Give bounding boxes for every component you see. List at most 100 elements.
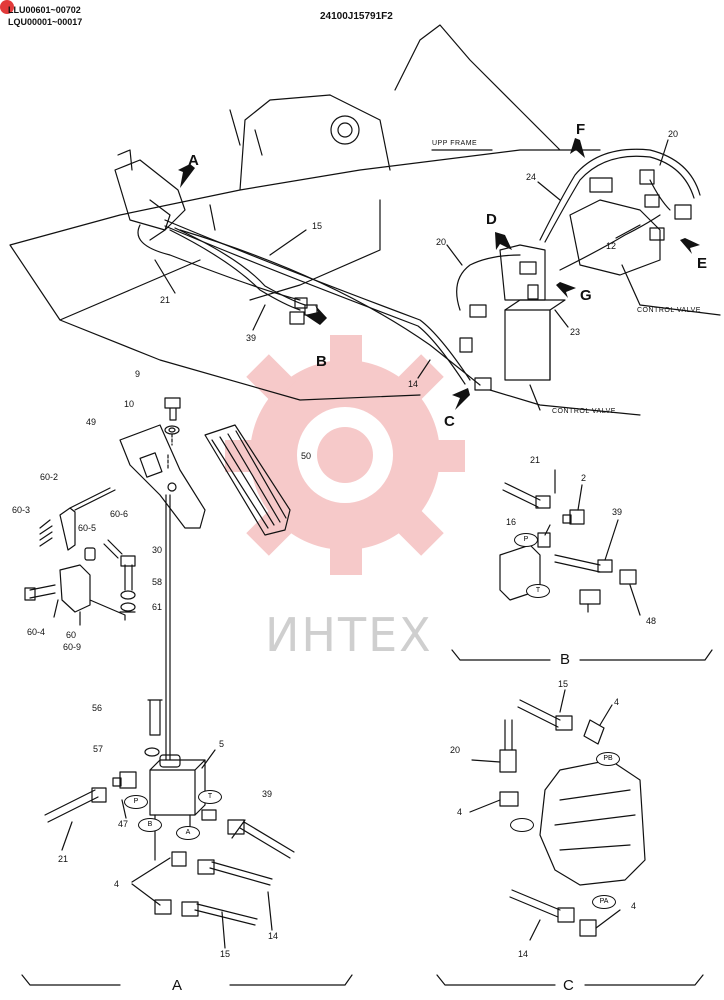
section-label-c: C	[563, 977, 574, 994]
part-num: 21	[160, 295, 171, 305]
part-num: 5	[219, 739, 225, 749]
view-letter-g: G	[580, 287, 592, 304]
label-control-valve-2: CONTROL VALVE	[552, 408, 616, 415]
port-mark: PA	[592, 895, 616, 909]
port-mark: P	[124, 795, 148, 809]
hose-12	[559, 214, 661, 271]
hose-20b	[649, 179, 671, 211]
hose-39	[169, 229, 301, 311]
part-num: 60	[66, 630, 77, 640]
hose-15-a	[194, 903, 258, 926]
part-num: 60-2	[40, 472, 59, 482]
pedal-plate-49	[119, 424, 206, 529]
view-letter-f: F	[576, 121, 586, 138]
port-mark: T	[198, 790, 222, 804]
label-control-valve-1: CONTROL VALVE	[637, 307, 701, 314]
part-num: 16	[506, 517, 517, 527]
hose-20	[456, 254, 521, 311]
view-arrows	[178, 138, 700, 410]
bracket-60	[59, 564, 126, 621]
section-label-a: A	[172, 977, 183, 994]
part-num: 21	[530, 455, 541, 465]
control-valve-c	[539, 759, 646, 886]
part-num: 47	[118, 819, 129, 829]
hose-21-b	[502, 482, 541, 508]
hose-21	[137, 224, 301, 301]
part-num: 14	[268, 931, 279, 941]
label-upp-frame: UPP FRAME	[432, 140, 478, 147]
part-num: 20	[450, 745, 461, 755]
section-label-b: B	[560, 651, 571, 668]
hose-21-a	[44, 789, 99, 823]
part-num: 15	[558, 679, 569, 689]
port-mark: PB	[596, 752, 620, 766]
arrow-f-icon	[570, 138, 585, 158]
hose-39-b	[554, 554, 601, 573]
part-num: 10	[124, 399, 135, 409]
port-mark-blank	[510, 818, 534, 832]
hose-14-a	[209, 861, 273, 886]
arrow-e-icon	[680, 238, 700, 254]
part-num: 50	[301, 451, 312, 461]
pedal-valve-5	[149, 759, 206, 816]
part-num: 20	[668, 129, 679, 139]
part-num: 12	[606, 241, 617, 251]
part-num: 48	[646, 616, 657, 626]
hose-14	[179, 229, 481, 386]
hose-15-c	[517, 699, 561, 728]
part-num: 20	[436, 237, 447, 247]
part-num: 30	[152, 545, 163, 555]
part-num: 15	[220, 949, 231, 959]
view-letter-d: D	[486, 211, 497, 228]
serial-range-1: LLU00601~00702	[8, 5, 81, 15]
arrow-b-icon	[305, 305, 327, 325]
view-letter-b: B	[316, 353, 327, 370]
drawing-number: 24100J15791F2	[320, 11, 393, 22]
linkage-rod	[165, 494, 171, 761]
port-mark: T	[526, 584, 550, 598]
part-num: 39	[246, 333, 257, 343]
part-num: 60-5	[78, 523, 97, 533]
part-num: 39	[262, 789, 273, 799]
arrow-d-icon	[495, 232, 512, 250]
part-num: 57	[93, 744, 104, 754]
view-letter-e: E	[697, 255, 708, 272]
part-num: 21	[58, 854, 69, 864]
watermark: ИНТЕХ	[265, 608, 433, 662]
port-mark: A	[176, 826, 200, 840]
part-num: 14	[408, 379, 419, 389]
part-num: 2	[581, 473, 587, 483]
part-num: 61	[152, 602, 163, 612]
hose-39-a	[239, 821, 295, 859]
hose-20-c	[504, 719, 513, 751]
upper-frame-outline	[9, 24, 601, 401]
part-num: 15	[312, 221, 323, 231]
part-num: 4	[631, 901, 637, 911]
serial-range-2: LQU00001~00017	[8, 17, 83, 27]
part-num: 60-6	[110, 509, 129, 519]
arrow-g-icon	[556, 282, 576, 298]
pedal-bracket	[114, 159, 186, 231]
part-num: 14	[518, 949, 529, 959]
part-num: 60-4	[27, 627, 46, 637]
watermark-gear-icon	[225, 335, 465, 575]
hose-14-c	[509, 889, 561, 918]
part-num: 49	[86, 417, 97, 427]
view-letter-a: A	[188, 152, 199, 169]
part-num: 60-9	[63, 642, 82, 652]
part-num: 24	[526, 172, 537, 182]
part-num: 39	[612, 507, 623, 517]
control-valve-lower	[504, 309, 551, 381]
control-valve-upper	[569, 199, 661, 276]
corner-badge-icon	[0, 0, 14, 14]
port-mark: P	[514, 533, 538, 547]
part-num: 4	[614, 697, 620, 707]
part-num: 58	[152, 577, 163, 587]
pedal-cover-50	[204, 424, 291, 536]
arrow-c-icon	[452, 388, 470, 410]
arrow-a-icon	[178, 164, 195, 188]
port-mark: B	[138, 818, 162, 832]
hose-24	[539, 148, 701, 241]
part-num: 4	[457, 807, 463, 817]
